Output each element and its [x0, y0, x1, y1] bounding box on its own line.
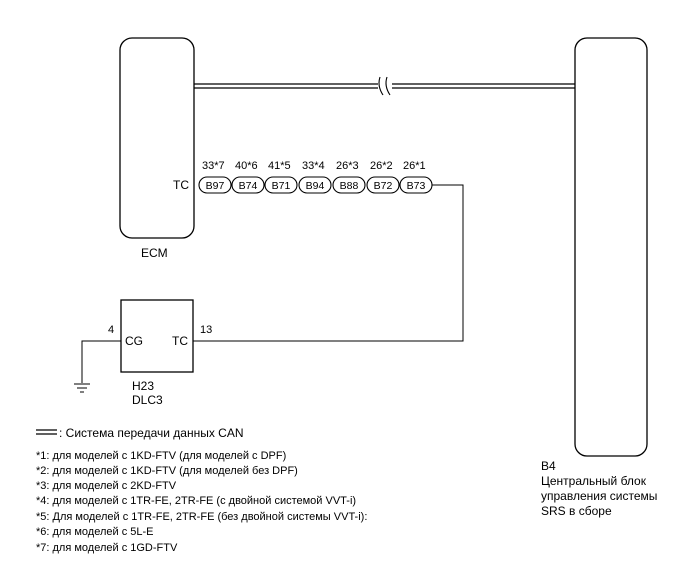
can-legend-icon [36, 429, 57, 435]
dlc3-pin-right: 13 [200, 324, 212, 336]
footnote: *7: для моделей с 1GD-FTV [36, 542, 178, 554]
footnote: *2: для моделей с 1KD-FTV (для моделей б… [36, 465, 298, 477]
ground-wire [81, 340, 121, 383]
connector-capsule [298, 176, 332, 194]
connector-code: B97 [206, 180, 225, 192]
ecm-label: ECM [141, 246, 168, 260]
connector-code: B73 [407, 180, 426, 192]
srs-name-line: Центральный блок [541, 474, 647, 488]
pin-number: 26*3 [336, 160, 359, 172]
connector-code: B71 [272, 180, 291, 192]
connector-capsule [332, 176, 366, 194]
connector-code: B94 [306, 180, 325, 192]
footnote: *4: для моделей с 1TR-FE, 2TR-FE (с двой… [36, 495, 356, 507]
ecm-tc-terminal: TC [173, 178, 189, 192]
connector-capsule [198, 176, 232, 194]
srs-code-label: B4 [541, 459, 556, 473]
footnote: *3: для моделей с 2KD-FTV [36, 480, 177, 492]
srs-name-line: управления системы [541, 489, 657, 503]
connector-capsule [264, 176, 298, 194]
pin-number: 33*7 [202, 160, 225, 172]
dlc3-code-label: H23 [132, 379, 154, 393]
connector-code: B72 [374, 180, 393, 192]
ground-symbol-icon [74, 383, 90, 393]
dlc3-name-label: DLC3 [132, 393, 163, 407]
footnote: *6: для моделей с 5L-E [36, 526, 154, 538]
ecm-connector-chain: B97 B74 B71 B94 B88 B72 B73 [198, 176, 433, 194]
footnotes: *1: для моделей с 1KD-FTV (для моделей с… [36, 450, 367, 554]
can-legend-text: : Система передачи данных CAN [59, 426, 244, 440]
connector-capsule [231, 176, 265, 194]
srs-name-line: SRS в сборе [541, 504, 612, 518]
pin-number: 26*2 [370, 160, 393, 172]
ecm-module [119, 37, 195, 239]
dlc3-cg-terminal: CG [125, 334, 143, 348]
can-bus-line [194, 83, 575, 89]
pin-number: 40*6 [235, 160, 258, 172]
can-bus-break-mark [378, 76, 391, 96]
srs-module [574, 37, 648, 457]
pin-number: 26*1 [403, 160, 426, 172]
dlc3-connector [120, 299, 194, 373]
dlc3-tc-terminal: TC [172, 334, 188, 348]
connector-code: B88 [340, 180, 359, 192]
pin-number: 33*4 [302, 160, 325, 172]
dlc3-pin-left: 4 [108, 324, 114, 336]
tc-signal-wire [193, 184, 464, 342]
footnote: *5: Для моделей с 1TR-FE, 2TR-FE (без дв… [36, 511, 367, 523]
connector-capsule [366, 176, 400, 194]
pin-number: 41*5 [268, 160, 291, 172]
connector-code: B74 [239, 180, 258, 192]
ecm-pin-numbers: 33*7 40*6 41*5 33*4 26*3 26*2 26*1 [202, 160, 426, 172]
footnote: *1: для моделей с 1KD-FTV (для моделей с… [36, 450, 286, 462]
